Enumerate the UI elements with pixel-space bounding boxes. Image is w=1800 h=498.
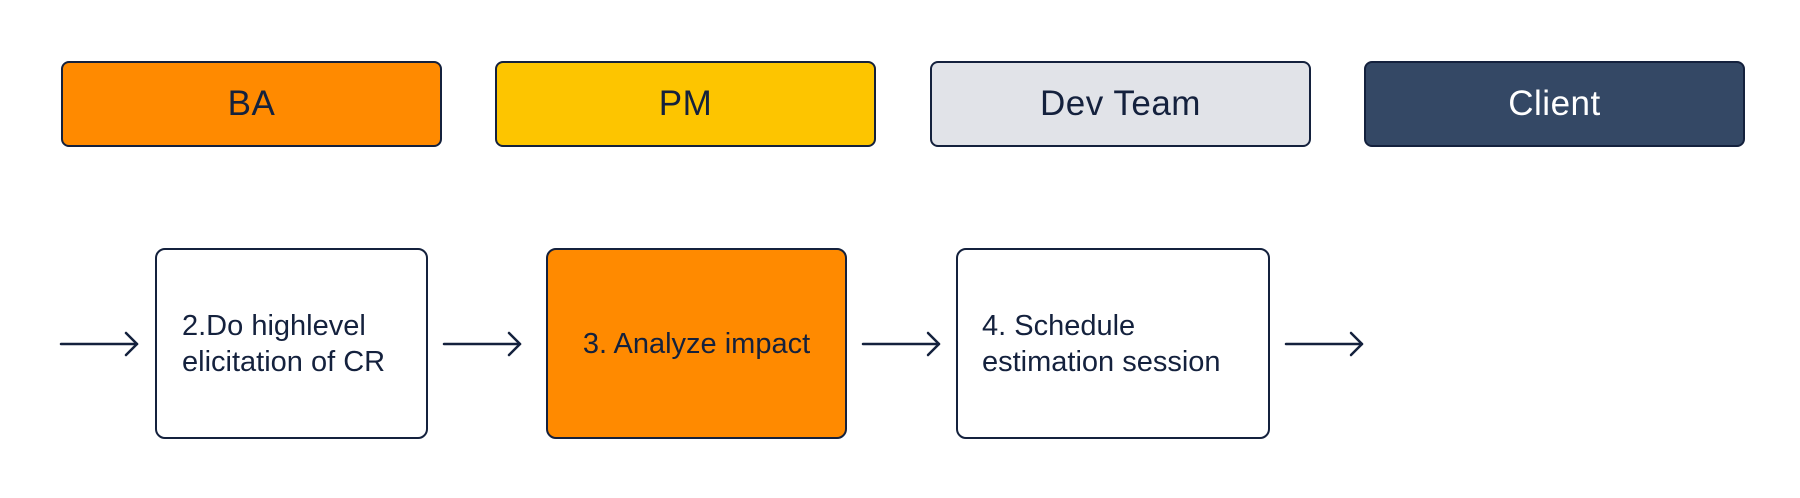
step-4-schedule: 4. Schedule estimation session	[956, 248, 1270, 439]
step-2-line-2: elicitation of CR	[182, 345, 386, 378]
arrow-in-icon	[59, 331, 139, 357]
arrow-step2-to-step3-icon	[442, 331, 522, 357]
legend-pm: PM	[495, 61, 876, 147]
step-3-line-1: 3. Analyze impact	[582, 327, 811, 360]
step-3-analyze-impact: 3. Analyze impact	[546, 248, 847, 439]
legend-ba: BA	[61, 61, 442, 147]
legend-client: Client	[1364, 61, 1745, 147]
arrow-out-icon	[1284, 331, 1364, 357]
step-2-elicitation: 2.Do highlevel elicitation of CR	[155, 248, 428, 439]
legend-dev-team: Dev Team	[930, 61, 1311, 147]
arrow-step3-to-step4-icon	[861, 331, 941, 357]
step-4-text: 4. Schedule estimation session	[982, 308, 1221, 380]
step-4-line-2: estimation session	[982, 345, 1221, 378]
step-4-line-1: 4. Schedule	[982, 309, 1136, 342]
step-2-line-1: 2.Do highlevel	[182, 309, 366, 342]
step-2-text: 2.Do highlevel elicitation of CR	[182, 308, 385, 380]
